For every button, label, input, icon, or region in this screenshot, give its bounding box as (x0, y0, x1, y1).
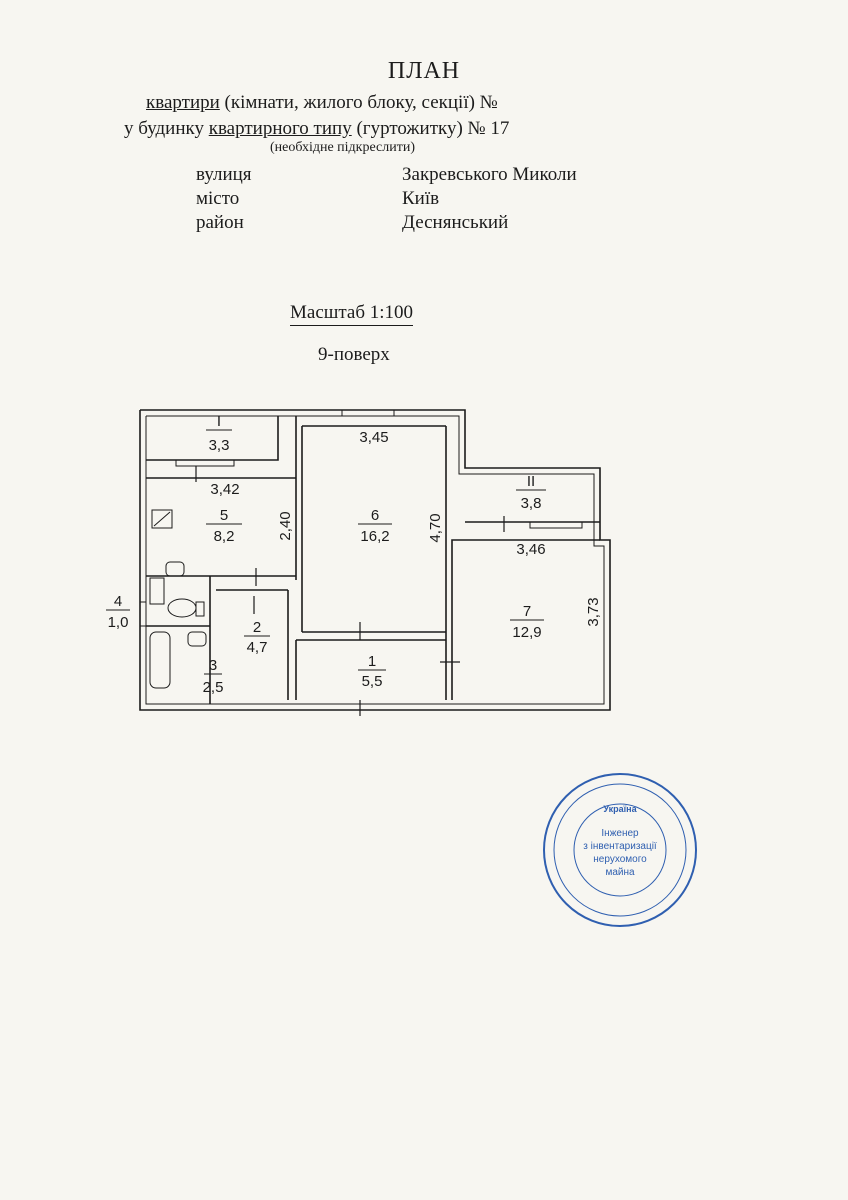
seal-line-3: нерухомого (593, 854, 647, 865)
header-building-number: (гуртожитку) № 17 (351, 118, 510, 139)
dim-kitchen-length: 2,40 (277, 511, 294, 540)
header-apartment: квартири (146, 92, 220, 113)
city-value: Київ (402, 188, 440, 209)
document-title: ПЛАН (387, 58, 461, 84)
windows (139, 409, 583, 627)
room-3-area: 2,5 (203, 679, 224, 696)
seal-line-2: з інвентаризації (583, 841, 657, 852)
balcony-1-area: 3,3 (209, 437, 230, 454)
wall-room7 (451, 539, 600, 700)
official-seal: Україна Інженер з інвентаризації нерухом… (543, 773, 697, 927)
seal-line-4: майна (605, 867, 635, 878)
header-building: у будинку (124, 118, 209, 139)
header-line-2: у будинку квартирного типу (гуртожитку) … (124, 118, 509, 140)
window-kitchen (175, 459, 235, 467)
seal-line-1: Інженер (601, 828, 639, 839)
street-value: Закревського Миколи (402, 164, 577, 185)
window-toilet (139, 601, 147, 627)
room-4-number: 4 (114, 593, 122, 610)
header-apartment-rest: (кімнати, жилого блоку, секції) № (219, 92, 498, 113)
room-6-number: 6 (371, 507, 379, 524)
district-label: район (196, 212, 244, 233)
outer-wall-inner (145, 415, 605, 705)
district-value: Деснянський (402, 212, 509, 233)
riser-icon (149, 577, 165, 605)
dim-room7-length: 3,73 (585, 597, 602, 626)
stove-mark (153, 511, 171, 527)
window-room6 (341, 409, 395, 417)
bath-sink-icon (187, 631, 207, 647)
floor-label: 9-поверх (318, 344, 390, 365)
city-label: місто (196, 188, 240, 209)
balcony-2-number: II (527, 473, 535, 490)
street-label: вулиця (196, 164, 252, 185)
toilet-icon (167, 598, 197, 618)
scale-label: Масштаб 1:100 (290, 302, 414, 326)
room-1-number: 1 (368, 653, 376, 670)
dim-room6-width: 3,45 (359, 429, 388, 446)
room-3-number: 3 (209, 657, 217, 674)
dim-kitchen-width: 3,42 (210, 481, 239, 498)
room-6-area: 16,2 (360, 528, 389, 545)
dim-room6-length: 4,70 (427, 513, 444, 542)
bathtub-icon (149, 631, 171, 689)
room-5-number: 5 (220, 507, 228, 524)
room-2-area: 4,7 (247, 639, 268, 656)
header-note: (необхідне підкреслити) (270, 140, 416, 155)
balcony-2-area: 3,8 (521, 495, 542, 512)
header-line-1: квартири (кімнати, жилого блоку, секції)… (146, 92, 498, 114)
balcony-1-number: I (217, 413, 221, 430)
seal-rings (543, 773, 697, 927)
room-2-number: 2 (253, 619, 261, 636)
area-dividers (106, 429, 546, 675)
room-7-area: 12,9 (512, 624, 541, 641)
room-5-area: 8,2 (214, 528, 235, 545)
room-1-area: 5,5 (362, 673, 383, 690)
door-marks (195, 466, 505, 716)
fixtures (149, 509, 207, 689)
kitchen-sink-icon (165, 561, 185, 577)
stove-icon (151, 509, 173, 529)
dim-room7-width: 3,46 (516, 541, 545, 558)
toilet-tank-icon (195, 601, 205, 617)
room-4-area: 1,0 (108, 614, 129, 631)
window-room7 (529, 521, 583, 529)
seal-country: Україна (603, 804, 637, 814)
header-building-type: квартирного типу (208, 118, 352, 139)
room-7-number: 7 (523, 603, 531, 620)
